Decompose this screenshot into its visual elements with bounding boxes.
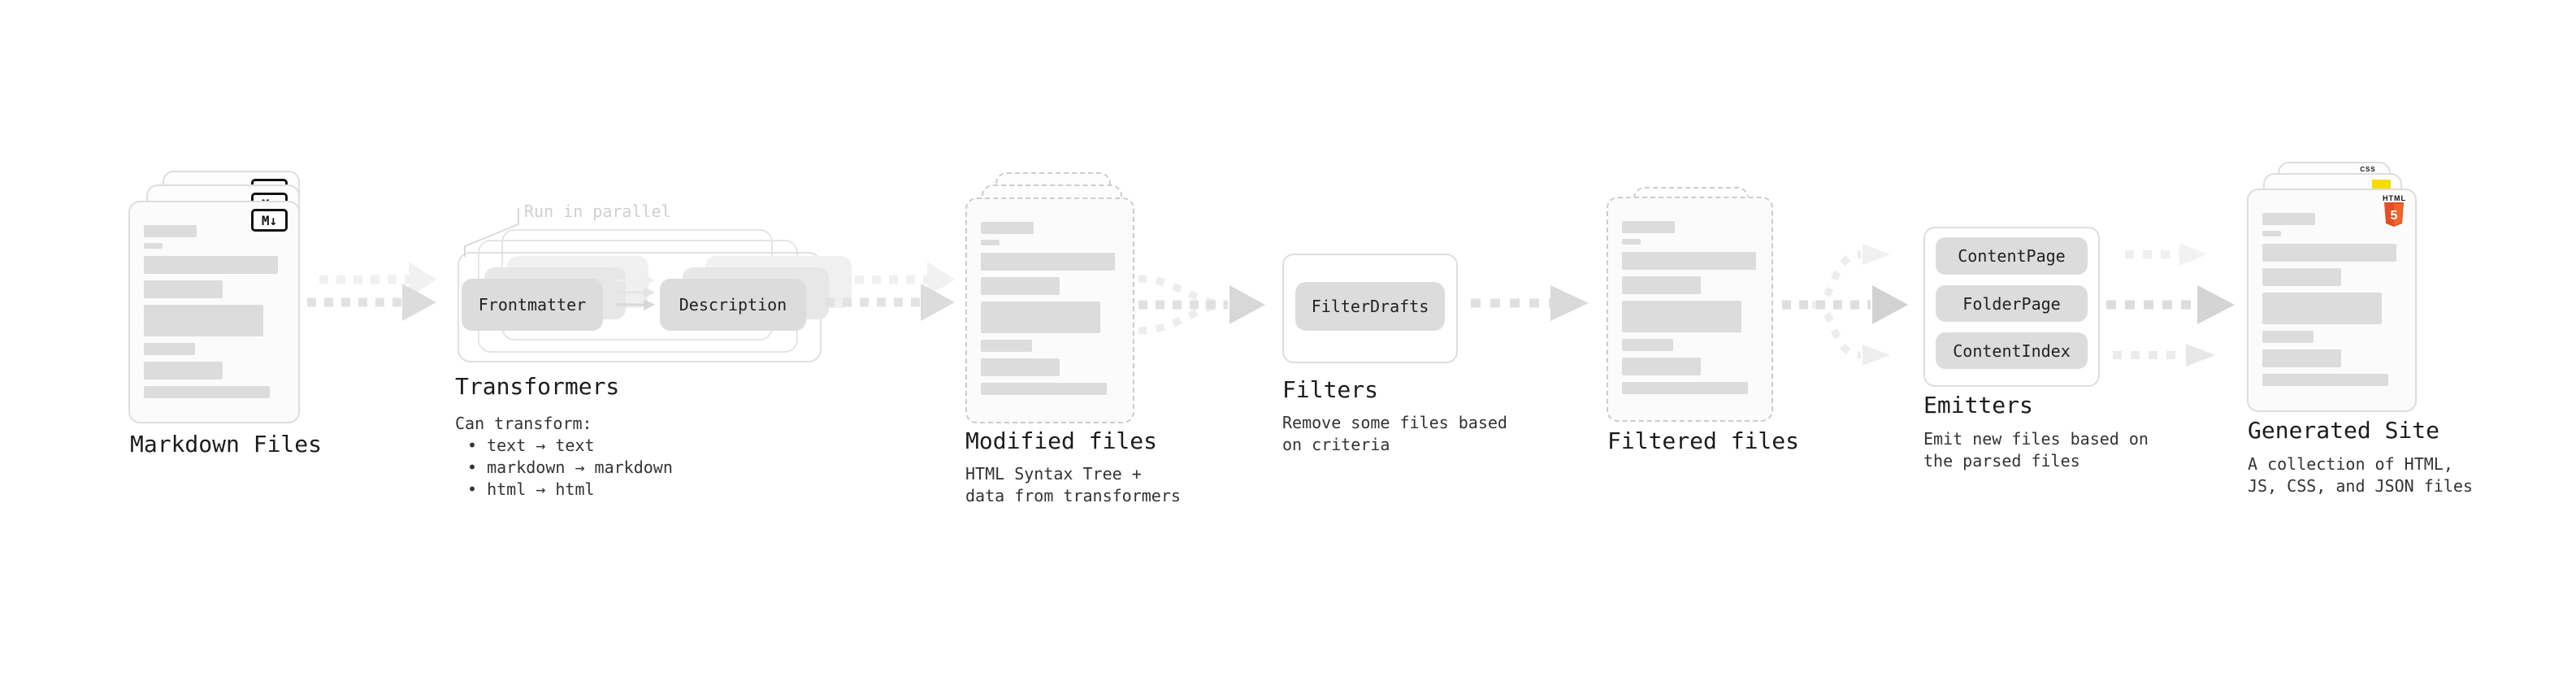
run-in-parallel-annotation: Run in parallel	[524, 202, 671, 221]
stage-description: Emit new files based on	[1923, 429, 2149, 449]
content-placeholder-bar	[981, 277, 1060, 295]
content-placeholder-bar	[1622, 239, 1641, 245]
content-placeholder-bar	[981, 301, 1100, 333]
stage-description: JS, CSS, and JSON files	[2248, 476, 2473, 496]
content-placeholder-bar	[981, 253, 1115, 271]
content-placeholder-bar	[2262, 231, 2281, 236]
transformers-group: Run in parallel Frontmatter Description	[439, 195, 861, 374]
content-placeholder-bar	[2262, 213, 2315, 225]
stage-title: Emitters	[1923, 392, 2033, 419]
filters-box: FilterDrafts	[1282, 254, 1458, 363]
document-page: HTML 5	[2247, 189, 2417, 412]
transformer-node-description: Description	[660, 279, 806, 331]
markdown-icon: M↓	[251, 209, 288, 232]
content-placeholder-bar	[2262, 349, 2341, 367]
content-placeholder-bar	[144, 243, 163, 249]
document-page: M↓	[128, 201, 300, 423]
emitter-node-contentindex: ContentIndex	[1936, 332, 2088, 369]
arrow-filtered-to-emitters	[1782, 244, 1908, 366]
arrow-transformers-to-modified	[826, 262, 955, 321]
bullet-item: • html → html	[467, 479, 595, 499]
content-placeholder-bar	[981, 222, 1034, 234]
stage-title: Transformers	[455, 373, 620, 400]
content-placeholder-bar	[981, 240, 1000, 245]
stage-description: on criteria	[1282, 435, 1390, 454]
document-page	[1607, 197, 1773, 422]
content-placeholder-bar	[981, 383, 1107, 395]
content-placeholder-bar	[1622, 276, 1701, 294]
arrow-filters-to-filtered	[1471, 285, 1589, 321]
content-placeholder-bar	[2262, 268, 2341, 286]
filter-node-filterdrafts: FilterDrafts	[1295, 282, 1445, 331]
content-placeholder-bar	[1622, 382, 1748, 394]
html5-icon-number: 5	[2391, 209, 2398, 223]
emitter-node-contentpage: ContentPage	[1936, 237, 2088, 275]
arrow-markdown-to-transformers	[307, 262, 436, 321]
stage-description: data from transformers	[965, 486, 1181, 505]
stage-title: Generated Site	[2248, 417, 2440, 444]
bullet-item: • markdown → markdown	[467, 458, 673, 477]
filtered-files-stack	[1607, 187, 1773, 423]
content-placeholder-bar	[1622, 358, 1701, 375]
content-placeholder-bar	[1622, 339, 1673, 351]
js-icon	[2372, 180, 2391, 189]
content-placeholder-bar	[144, 343, 195, 355]
content-placeholder-bar	[2262, 331, 2314, 343]
css-icon-label: CSS	[2360, 166, 2376, 173]
markdown-file-stack: M↓ M↓ M↓	[128, 171, 333, 423]
stage-title: Filtered files	[1607, 427, 1800, 454]
content-placeholder-bar	[1622, 301, 1741, 332]
arrow-modified-to-filters	[1138, 275, 1265, 335]
emitter-node-folderpage: FolderPage	[1936, 285, 2088, 322]
html5-icon-label: HTML	[2383, 194, 2406, 202]
stage-description: Remove some files based	[1282, 413, 1507, 432]
stage-title: Filters	[1282, 376, 1379, 403]
content-placeholder-bar	[2262, 244, 2396, 262]
content-placeholder-bar	[981, 340, 1032, 352]
content-placeholder-bar	[144, 386, 270, 398]
transformer-node-frontmatter: Frontmatter	[462, 279, 603, 331]
generated-site-stack: CSS HTML 5	[2247, 162, 2434, 414]
content-placeholder-bar	[144, 362, 223, 380]
content-placeholder-bar	[2262, 293, 2382, 324]
content-placeholder-bar	[144, 305, 263, 336]
stage-description: A collection of HTML,	[2248, 454, 2453, 474]
emitters-box: ContentPage FolderPage ContentIndex	[1923, 227, 2100, 387]
arrow-emitters-to-site	[2106, 243, 2235, 367]
stage-description: Can transform:	[455, 414, 592, 433]
document-page	[965, 197, 1134, 423]
bullet-item: • text → text	[467, 436, 595, 455]
stage-title: Markdown Files	[130, 431, 323, 458]
stage-description: HTML Syntax Tree +	[965, 464, 1142, 484]
modified-files-stack	[965, 172, 1136, 424]
content-placeholder-bar	[144, 256, 278, 274]
content-placeholder-bar	[981, 358, 1060, 376]
stage-title: Modified files	[965, 427, 1158, 454]
content-placeholder-bar	[2262, 374, 2388, 386]
html5-icon: HTML 5	[2383, 194, 2405, 227]
stage-description: the parsed files	[1923, 451, 2080, 471]
content-placeholder-bar	[144, 280, 223, 298]
content-placeholder-bar	[1622, 221, 1675, 233]
content-placeholder-bar	[144, 225, 197, 237]
content-placeholder-bar	[1622, 252, 1756, 270]
